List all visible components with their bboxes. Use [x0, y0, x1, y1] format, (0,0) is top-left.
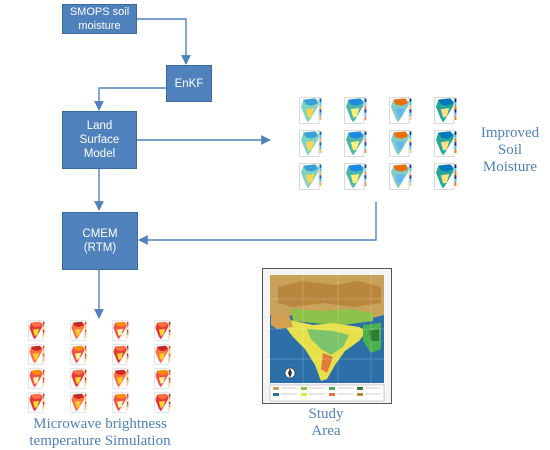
soil-moisture-map-thumbnail-icon [389, 97, 412, 124]
brightness-temperature-map-thumbnail-icon [112, 320, 129, 341]
soil-moisture-map-thumbnail-icon [344, 130, 367, 157]
brightness-temperature-map-thumbnail-icon [70, 368, 87, 389]
brightness-temperature-map-thumbnail-icon [28, 368, 45, 389]
soil-moisture-map-thumbnail-icon [344, 163, 367, 190]
arrow-enkf-to-lsm [94, 87, 166, 111]
brightness-temperature-map-thumbnail-icon [112, 344, 129, 365]
india-land-cover-map-icon [263, 269, 391, 403]
brightness-temperature-maps [20, 320, 178, 414]
brightness-temperature-map-thumbnail-icon [70, 392, 87, 413]
brightness-temperature-map-thumbnail-icon [154, 344, 171, 365]
soil-moisture-map-thumbnail-icon [389, 163, 412, 190]
improved-soil-moisture-caption: Improved Soil Moisture [480, 125, 540, 175]
smops-soil-moisture-box: SMOPS soil moisture [62, 4, 137, 34]
soil-moisture-map-thumbnail-icon [434, 97, 457, 124]
soil-moisture-map-thumbnail-icon [434, 163, 457, 190]
study-area-caption: Study Area [308, 406, 344, 439]
arrow-improved-to-cmem [138, 202, 377, 245]
study-area-map [262, 268, 392, 404]
brightness-temperature-map-thumbnail-icon [112, 368, 129, 389]
soil-moisture-map-thumbnail-icon [299, 97, 322, 124]
brightness-temperature-map-thumbnail-icon [154, 320, 171, 341]
improved-soil-moisture-maps [292, 96, 464, 192]
brightness-temperature-map-thumbnail-icon [70, 344, 87, 365]
brightness-temperature-map-thumbnail-icon [70, 320, 87, 341]
soil-moisture-map-thumbnail-icon [299, 163, 322, 190]
soil-moisture-map-thumbnail-icon [344, 97, 367, 124]
brightness-temperature-map-thumbnail-icon [112, 392, 129, 413]
brightness-temperature-map-thumbnail-icon [28, 344, 45, 365]
brightness-temperature-map-thumbnail-icon [28, 320, 45, 341]
cmem-rtm-box: CMEM (RTM) [62, 212, 138, 270]
brightness-temperature-map-thumbnail-icon [154, 368, 171, 389]
arrow-smops-to-enkf [137, 18, 191, 65]
soil-moisture-map-thumbnail-icon [434, 130, 457, 157]
microwave-simulation-caption: Microwave brightness temperature Simulat… [29, 416, 171, 449]
land-surface-model-box: Land Surface Model [62, 111, 137, 169]
brightness-temperature-map-thumbnail-icon [154, 392, 171, 413]
soil-moisture-map-thumbnail-icon [389, 130, 412, 157]
soil-moisture-map-thumbnail-icon [299, 130, 322, 157]
brightness-temperature-map-thumbnail-icon [28, 392, 45, 413]
enkf-box: EnKF [166, 65, 212, 102]
